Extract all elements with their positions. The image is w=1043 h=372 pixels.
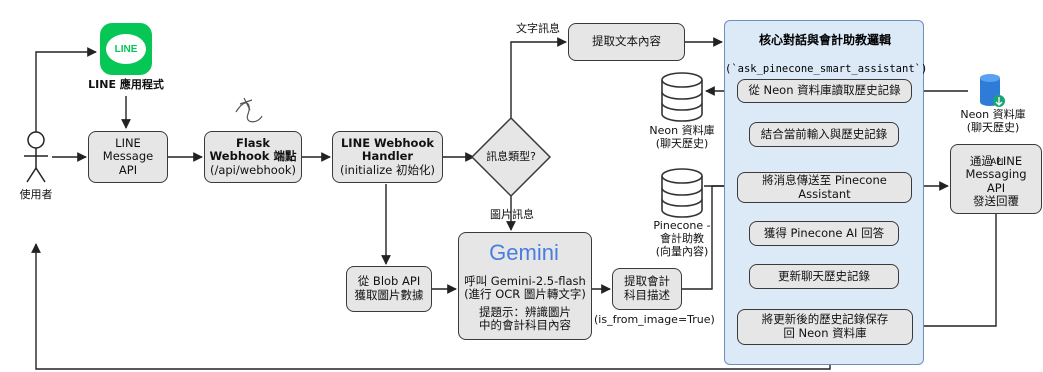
edge-user-to-line-app xyxy=(35,47,97,135)
read-history-node: 從 Neon 資料庫讀取歷史記錄 xyxy=(737,79,912,103)
core-logic-subtitle: (`ask_pinecone_smart_assistant`) xyxy=(725,63,928,75)
is-from-image-label: (is_from_image=True) xyxy=(594,313,715,326)
image-message-edge-label: 圖片訊息 xyxy=(490,208,534,221)
flask-logo-icon xyxy=(235,97,263,123)
edge-decision-to-text xyxy=(510,37,567,118)
edge-panel-to-user xyxy=(31,243,831,370)
flask-webhook-node: Flask Webhook 端點 (/api/webhook) xyxy=(204,131,302,183)
line-logo-text: LINE xyxy=(106,34,146,64)
edge-reply-to-save xyxy=(914,214,997,331)
send-to-pinecone-node: 將消息傳送至 Pinecone Assistant xyxy=(737,172,912,203)
database-pinecone-icon xyxy=(661,168,703,218)
save-history-node: 將更新後的歷史記錄保存 回 Neon 資料庫 xyxy=(737,309,913,345)
core-logic-title: 核心對話與會計助教邏輯 xyxy=(758,33,891,47)
update-history-node: 更新聊天歷史記錄 xyxy=(749,264,899,289)
line-app-icon: LINE xyxy=(100,23,152,75)
api-icon-label: API xyxy=(990,157,1004,166)
neon-db-left-label: Neon 資料庫 (聊天歷史) xyxy=(649,124,715,151)
blob-api-node: 從 Blob API 獲取圖片數據 xyxy=(346,266,432,312)
get-answer-node: 獲得 Pinecone AI 回答 xyxy=(749,221,899,246)
gemini-logo: Gemini xyxy=(489,240,559,265)
text-message-edge-label: 文字訊息 xyxy=(516,22,560,35)
extract-text-node: 提取文本內容 xyxy=(568,23,685,61)
user-label: 使用者 xyxy=(19,188,53,201)
extract-account-node: 提取會計 科目描述 xyxy=(612,268,682,310)
database-neon-left-icon xyxy=(661,72,703,122)
message-type-diamond xyxy=(470,116,552,198)
neon-db-right-label: Neon 資料庫 (聊天歷史) xyxy=(960,108,1026,135)
gemini-ocr-node: 呼叫 Gemini-2.5-flash (進行 OCR 圖片轉文字) 提題示：辨… xyxy=(458,232,592,340)
message-type-label: 訊息類型? xyxy=(486,150,536,163)
user-figure xyxy=(24,131,48,183)
line-webhook-handler-node: LINE Webhook Handler (initialize 初始化) xyxy=(332,131,443,183)
neon-cloud-db-icon xyxy=(980,74,1005,107)
line-app-label: LINE 應用程式 xyxy=(88,78,164,91)
line-message-api-node: LINE Message API xyxy=(88,131,168,183)
combine-input-node: 結合當前輸入與歷史記錄 xyxy=(749,122,899,147)
line-reply-node: 通過 LINE Messaging API 發送回覆 xyxy=(950,144,1042,214)
pinecone-db-label: Pinecone - 會計助教 (向量內容) xyxy=(653,219,711,259)
